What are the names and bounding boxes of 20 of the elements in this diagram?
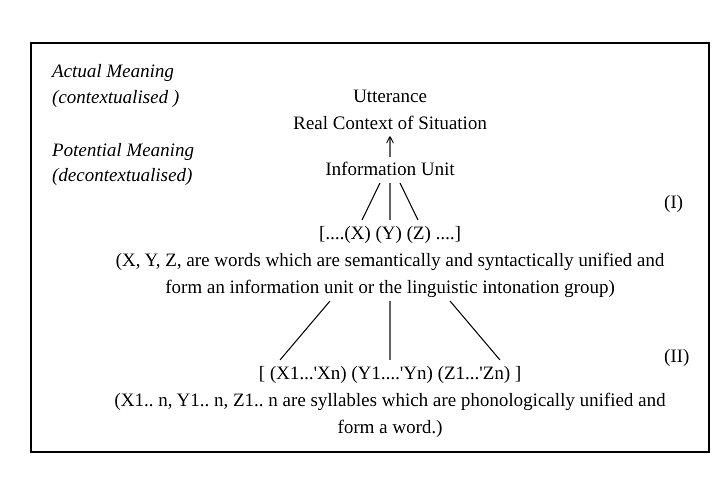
term-label: Real Context of Situation: [260, 111, 520, 137]
meaning-label: (decontextualised): [52, 164, 192, 188]
branch-line: [361, 182, 381, 220]
branch-line: [399, 182, 419, 220]
bracket-formula: [ (X1...'Xn) (Y1....'Yn) (Z1...'Zn) ]: [258, 362, 522, 386]
term-label: Information Unit: [305, 157, 475, 183]
explanatory-note: (X1.. n, Y1.. n, Z1.. n are syllables which are phonologically unified and form a word.): [113, 389, 667, 440]
explanatory-note: (X, Y, Z, are words which are semantically and syntactically unified and form an information unit or the linguistic intonation group): [114, 249, 666, 300]
meaning-label: Actual Meaning: [52, 60, 174, 84]
branch-line: [389, 183, 391, 220]
branch-line: [450, 300, 500, 360]
term-label: Utterance: [320, 84, 460, 110]
branch-line: [389, 301, 391, 360]
bracket-formula: [....(X) (Y) (Z) ....]: [318, 222, 462, 246]
arrow: [386, 136, 394, 157]
level-label: (I): [664, 191, 683, 215]
level-label: (II): [664, 345, 690, 369]
meaning-label: Potential Meaning: [52, 139, 194, 163]
meaning-label: (contextualised ): [52, 86, 180, 110]
branch-line: [280, 300, 330, 360]
